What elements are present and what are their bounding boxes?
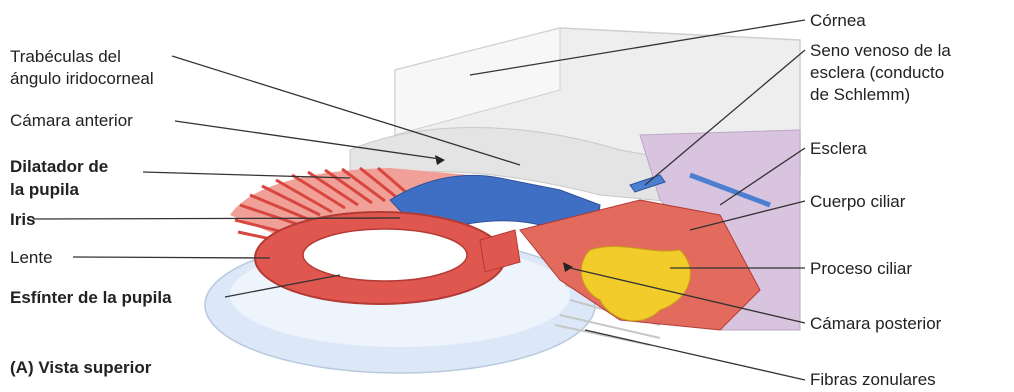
label-seno-line1: Seno venoso de la (810, 40, 951, 61)
label-proceso-ciliar: Proceso ciliar (810, 258, 912, 279)
label-esfinter: Esfínter de la pupila (10, 287, 172, 308)
label-camara-anterior: Cámara anterior (10, 110, 133, 131)
label-seno-line3: de Schlemm) (810, 84, 910, 105)
label-esclera: Esclera (810, 138, 867, 159)
label-trabeculas-line1: Trabéculas del (10, 46, 121, 67)
label-lente: Lente (10, 247, 53, 268)
label-dilatador-line2: la pupila (10, 179, 79, 200)
label-trabeculas-line2: ángulo iridocorneal (10, 68, 154, 89)
label-fibras-zonulares: Fibras zonulares (810, 369, 936, 390)
label-camara-posterior: Cámara posterior (810, 313, 941, 334)
label-iris: Iris (10, 209, 36, 230)
label-cuerpo-ciliar: Cuerpo ciliar (810, 191, 905, 212)
label-seno-line2: esclera (conducto (810, 62, 944, 83)
caption-vista-superior: (A) Vista superior (10, 357, 151, 378)
label-cornea: Córnea (810, 10, 866, 31)
label-dilatador-line1: Dilatador de (10, 156, 108, 177)
